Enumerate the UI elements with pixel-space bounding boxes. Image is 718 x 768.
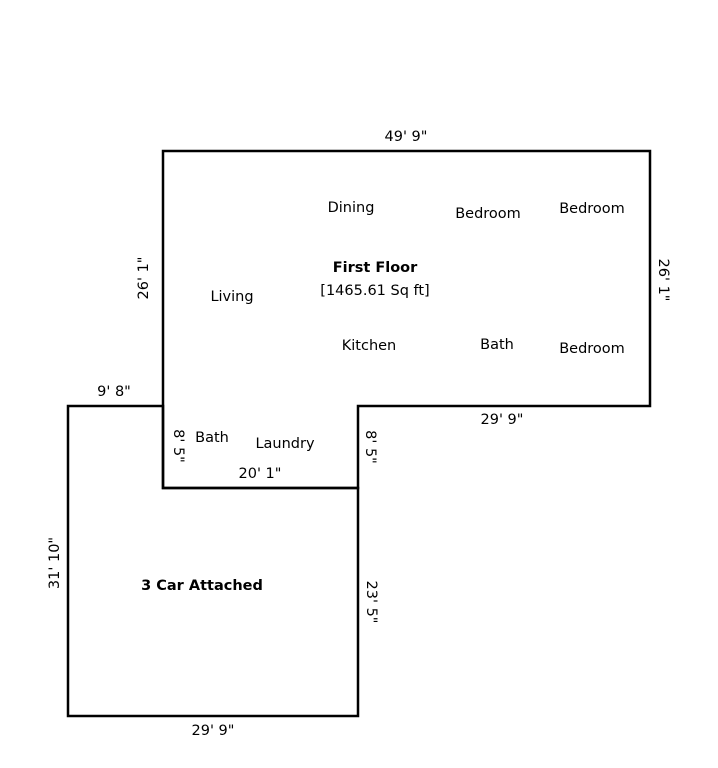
dim-laundry-bottom: 20' 1" [239,466,282,482]
room-bedroom-2: Bedroom [559,201,625,217]
room-dining: Dining [328,200,375,216]
dim-laundry-right: 8' 5" [362,430,378,464]
dim-garage-left: 31' 10" [47,537,63,589]
dim-left-upper: 26' 1" [136,257,152,300]
garage-outline [66,404,360,718]
dim-step-left: 9' 8" [97,384,131,400]
room-bedroom-3: Bedroom [559,341,625,357]
dim-top: 49' 9" [385,129,428,145]
dim-right-upper: 26' 1" [655,259,671,302]
room-laundry: Laundry [255,436,315,452]
dim-garage-bottom: 29' 9" [192,723,235,739]
garage-title: 3 Car Attached [141,578,263,594]
room-bedroom-1: Bedroom [455,206,521,222]
room-bath-lower: Bath [195,430,229,446]
dim-right-mid: 29' 9" [481,412,524,428]
dim-bath-left: 8' 5" [170,429,186,463]
dim-garage-right: 23' 5" [363,581,379,624]
floor-area: [1465.61 Sq ft] [320,283,429,299]
room-kitchen: Kitchen [342,338,397,354]
room-living: Living [210,289,253,305]
floor-title: First Floor [333,260,418,276]
room-bath-main: Bath [480,337,514,353]
